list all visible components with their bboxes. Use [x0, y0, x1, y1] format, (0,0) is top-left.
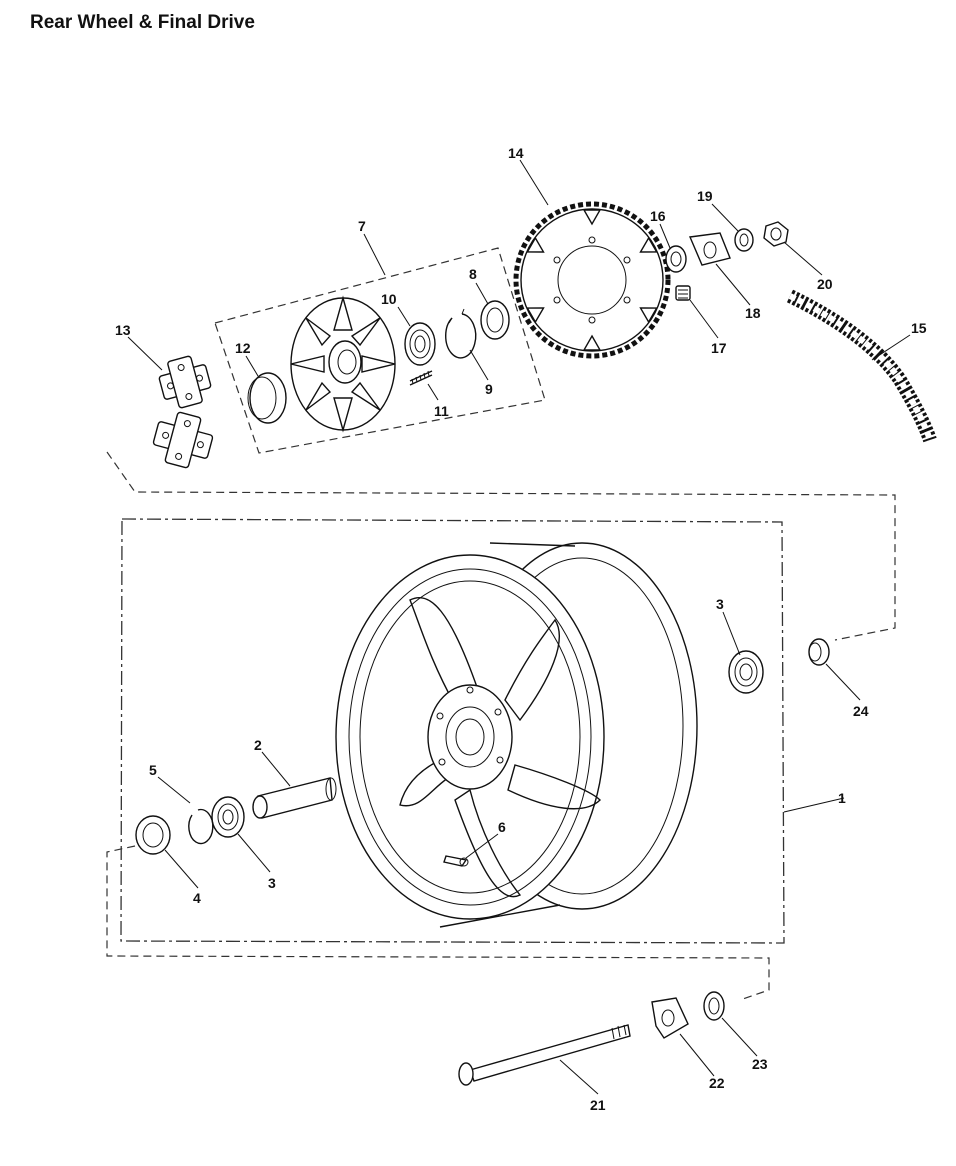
callout-24: 24	[853, 703, 869, 719]
chain-adjuster-plate-icon	[688, 232, 731, 266]
callout-13: 13	[115, 322, 131, 338]
bearing-icon	[404, 322, 436, 366]
callout-3-left: 3	[268, 875, 276, 891]
chain-adjuster-block-icon	[651, 997, 689, 1039]
wheel-bearing-left-icon	[211, 796, 245, 838]
callout-5: 5	[149, 762, 157, 778]
callout-9: 9	[485, 381, 493, 397]
circlip-left-icon	[188, 808, 214, 845]
callout-19: 19	[697, 188, 713, 204]
callout-12: 12	[235, 340, 251, 356]
assembly-boundaries	[106, 247, 896, 1001]
axle-spacer-left-icon	[703, 991, 725, 1021]
callout-3-right: 3	[716, 596, 724, 612]
page-title: Rear Wheel & Final Drive	[30, 12, 255, 33]
spacer-icon	[665, 245, 687, 273]
wheel-bearing-right-icon	[728, 650, 764, 694]
spacer-tube-icon	[252, 777, 337, 819]
stud-icon	[409, 370, 433, 386]
callout-22: 22	[709, 1075, 725, 1091]
washer-icon	[734, 228, 754, 252]
callout-11: 11	[434, 403, 449, 419]
callout-18: 18	[745, 305, 761, 321]
axle-nut-icon	[763, 221, 789, 247]
callout-labels: 1 2 3 3 4 5 6 7 8 9 10 11 12 13 14 15 16…	[115, 145, 927, 1113]
valve-icon	[443, 855, 469, 867]
callout-4: 4	[193, 890, 201, 906]
chain-icon	[786, 289, 937, 443]
callout-1: 1	[838, 790, 846, 806]
leader-lines	[127, 159, 911, 1095]
rear-axle-icon	[458, 1024, 631, 1086]
callout-20: 20	[817, 276, 833, 292]
cush-drive-carrier-icon	[290, 295, 396, 433]
callout-14: 14	[508, 145, 524, 161]
sprocket-icon	[513, 201, 671, 359]
callout-7: 7	[358, 218, 366, 234]
callout-21: 21	[590, 1097, 606, 1113]
circlip-icon	[445, 308, 477, 359]
seal-icon	[480, 300, 510, 340]
nut-icon	[675, 285, 691, 301]
callout-23: 23	[752, 1056, 768, 1072]
callout-17: 17	[711, 340, 727, 356]
callout-2: 2	[254, 737, 262, 753]
spacer-ring-icon	[247, 372, 287, 424]
rear-wheel-icon	[335, 542, 698, 928]
callout-6: 6	[498, 819, 506, 835]
callout-15: 15	[911, 320, 927, 336]
axle-spacer-right-icon	[808, 638, 830, 666]
callout-16: 16	[650, 208, 666, 224]
callout-8: 8	[469, 266, 477, 282]
cush-rubbers-icon	[152, 355, 214, 469]
callout-10: 10	[381, 291, 397, 307]
oil-seal-icon	[135, 815, 171, 855]
